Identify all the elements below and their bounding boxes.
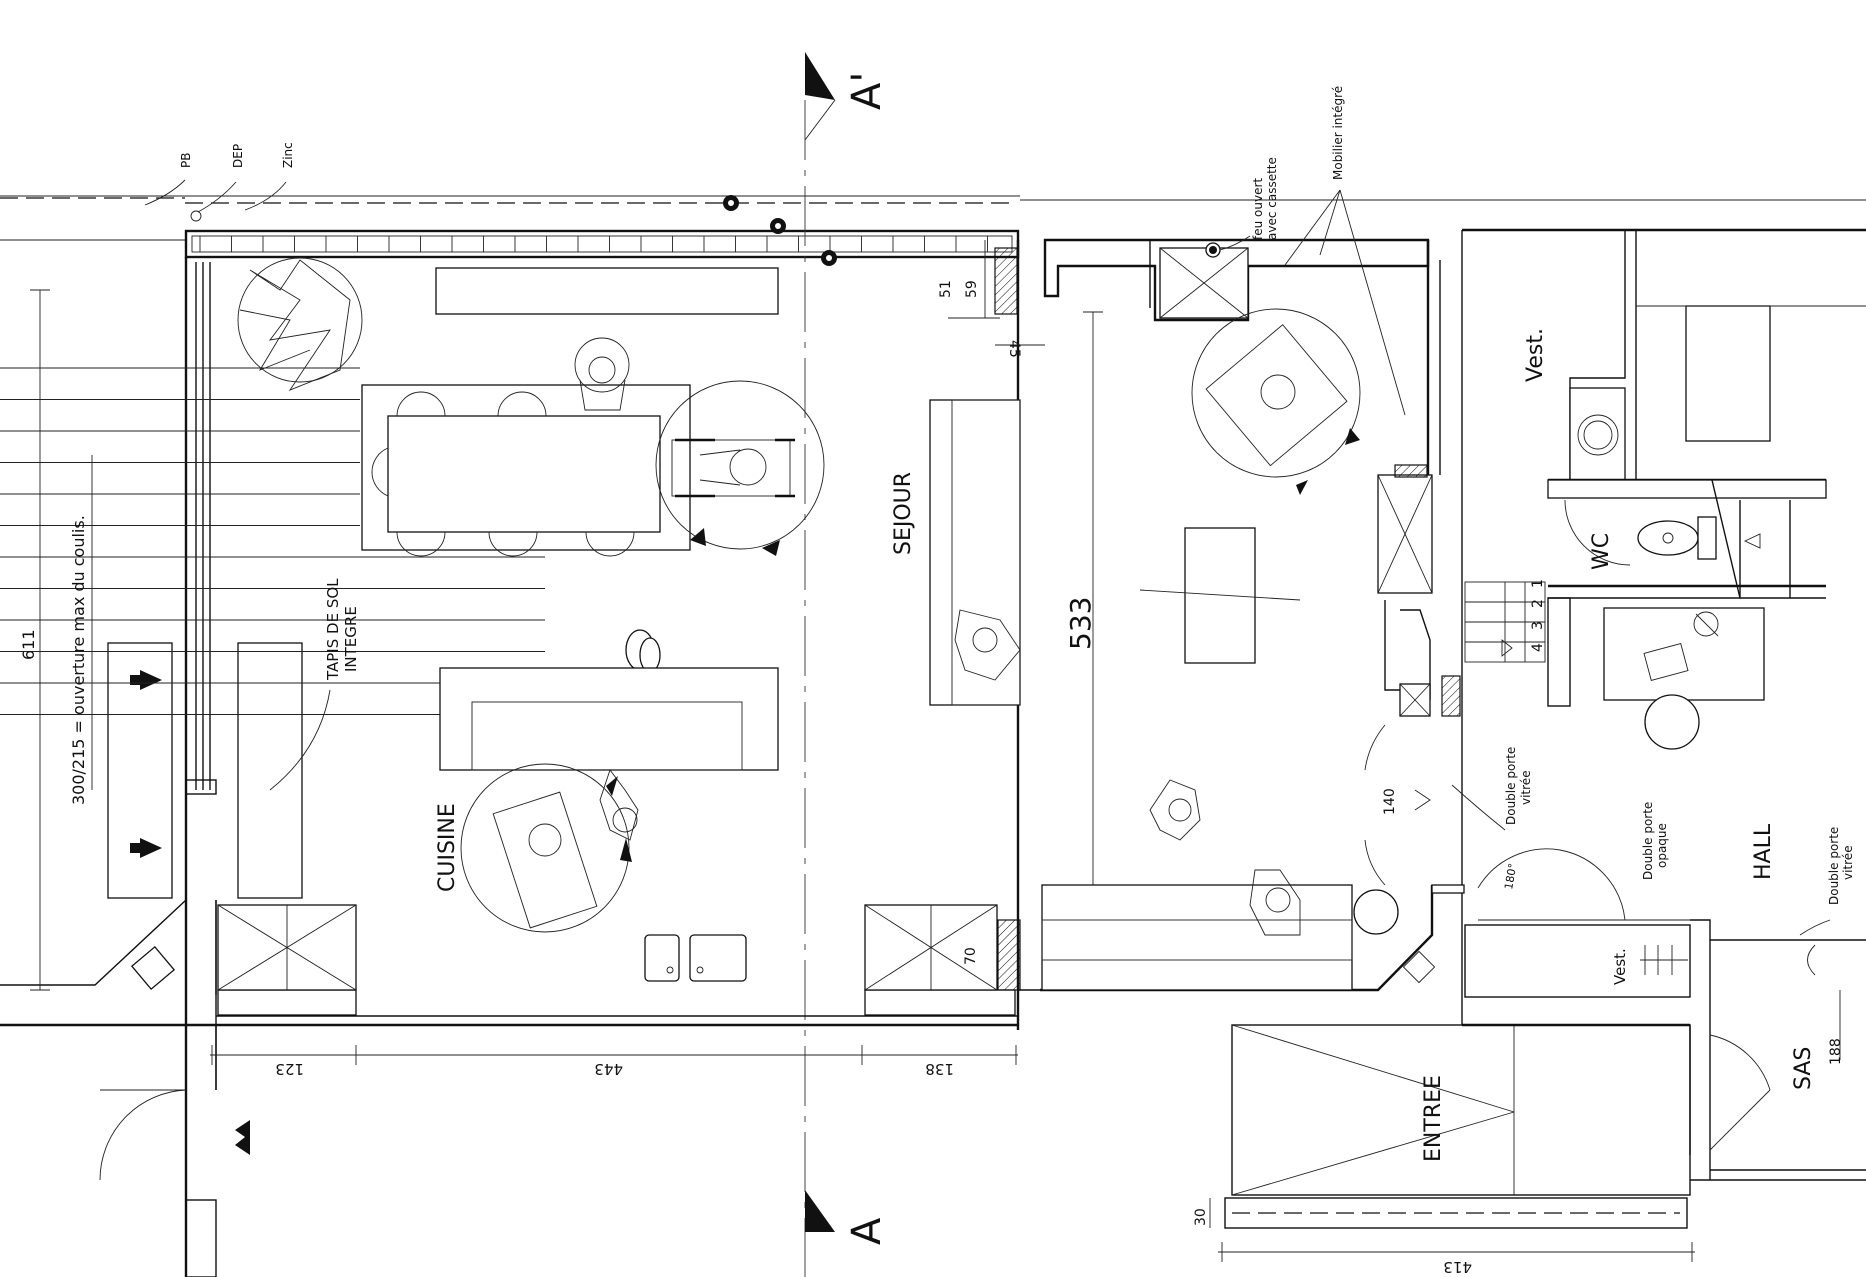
dim-123: 123 — [275, 1060, 304, 1078]
room-wc: WC — [1589, 533, 1614, 570]
plant-icon — [237, 257, 363, 391]
person-icon — [1149, 779, 1201, 841]
label-pb: PB — [179, 153, 193, 168]
kitchen-contents: 611 300/215 = ouverture max du coulis. T… — [0, 257, 1018, 1078]
stairs: 1 2 3 4 — [1464, 579, 1546, 663]
dim-443: 443 — [594, 1060, 623, 1078]
dim-188: 188 — [1828, 1038, 1844, 1065]
dim-45: 45 — [1006, 340, 1022, 358]
room-hall: HALL — [1751, 823, 1776, 880]
label-door-glass-1b: vitrée — [1519, 770, 1533, 805]
wheelchair-icon — [1191, 308, 1361, 495]
person-icon — [1249, 869, 1301, 936]
small-table — [625, 629, 661, 673]
label-door-opaque-a: Double porte — [1641, 802, 1655, 880]
person-icon — [599, 769, 639, 841]
dim-59: 59 — [964, 280, 980, 298]
annotation-pb: PB — [144, 153, 193, 206]
room-sejour: SEJOUR — [891, 472, 916, 555]
room-vest-top: Vest. — [1523, 328, 1548, 382]
walls — [0, 230, 1463, 1277]
facade-top — [0, 195, 1866, 266]
section-marker-top: A' — [804, 52, 890, 1277]
facade-mullions — [199, 236, 988, 252]
section-marker-bottom: A — [805, 1190, 890, 1245]
label-dep: DEP — [231, 144, 245, 168]
dim-70: 70 — [963, 947, 979, 965]
person-icon — [954, 609, 1021, 681]
section-label-top: A' — [844, 72, 890, 110]
room-vest-bottom: Vest. — [1611, 948, 1629, 985]
toilet-icon — [1637, 516, 1717, 560]
label-door-glass-1a: Double porte — [1504, 747, 1518, 825]
dim-140: 140 — [1382, 788, 1398, 815]
dim-51: 51 — [938, 280, 954, 298]
room-entree: ENTREE — [1421, 1075, 1446, 1162]
entry-door — [99, 945, 250, 1277]
washbasin-icon — [1569, 387, 1626, 481]
dim-angle: 180° — [1502, 862, 1519, 890]
person-icon — [574, 337, 630, 411]
dim-533: 533 — [1064, 597, 1097, 650]
label-tapis-2: INTEGRE — [342, 606, 360, 672]
label-fire-1: feu ouvert — [1251, 178, 1265, 240]
label-opening: 300/215 = ouverture max du coulis. — [69, 515, 88, 805]
label-door-opaque-b: opaque — [1655, 823, 1669, 868]
dim-611: 611 — [19, 629, 38, 660]
annotation-dep: DEP — [197, 144, 245, 213]
label-door-glass-2a: Double porte — [1827, 827, 1841, 905]
label-zinc: Zinc — [281, 142, 295, 168]
stair-step-1: 1 — [1530, 579, 1546, 588]
service-rooms: Vest. WC 1 2 — [1193, 228, 1866, 1276]
dim-30: 30 — [1193, 1208, 1209, 1226]
stair-step-3: 3 — [1530, 621, 1546, 630]
label-fire-2: avec cassette — [1265, 157, 1279, 240]
annotation-zinc: Zinc — [244, 142, 295, 211]
wheelchair-icon — [655, 380, 825, 556]
label-door-glass-2b: vitrée — [1841, 845, 1855, 880]
stair-step-4: 4 — [1530, 643, 1546, 652]
dim-413: 413 — [1443, 1258, 1472, 1276]
room-sas: SAS — [1791, 1047, 1816, 1090]
wheelchair-icon — [460, 763, 632, 933]
stair-step-2: 2 — [1530, 599, 1546, 608]
living-contents: SEJOUR 533 feu ouvert ave — [891, 86, 1533, 991]
dim-138: 138 — [925, 1060, 954, 1078]
section-label-bottom: A — [844, 1217, 890, 1245]
room-cuisine: CUISINE — [435, 803, 460, 892]
dining-chairs — [371, 391, 635, 557]
label-mobilier: Mobilier intégré — [1331, 86, 1345, 180]
label-tapis-1: TAPIS DE SOL — [324, 578, 342, 681]
